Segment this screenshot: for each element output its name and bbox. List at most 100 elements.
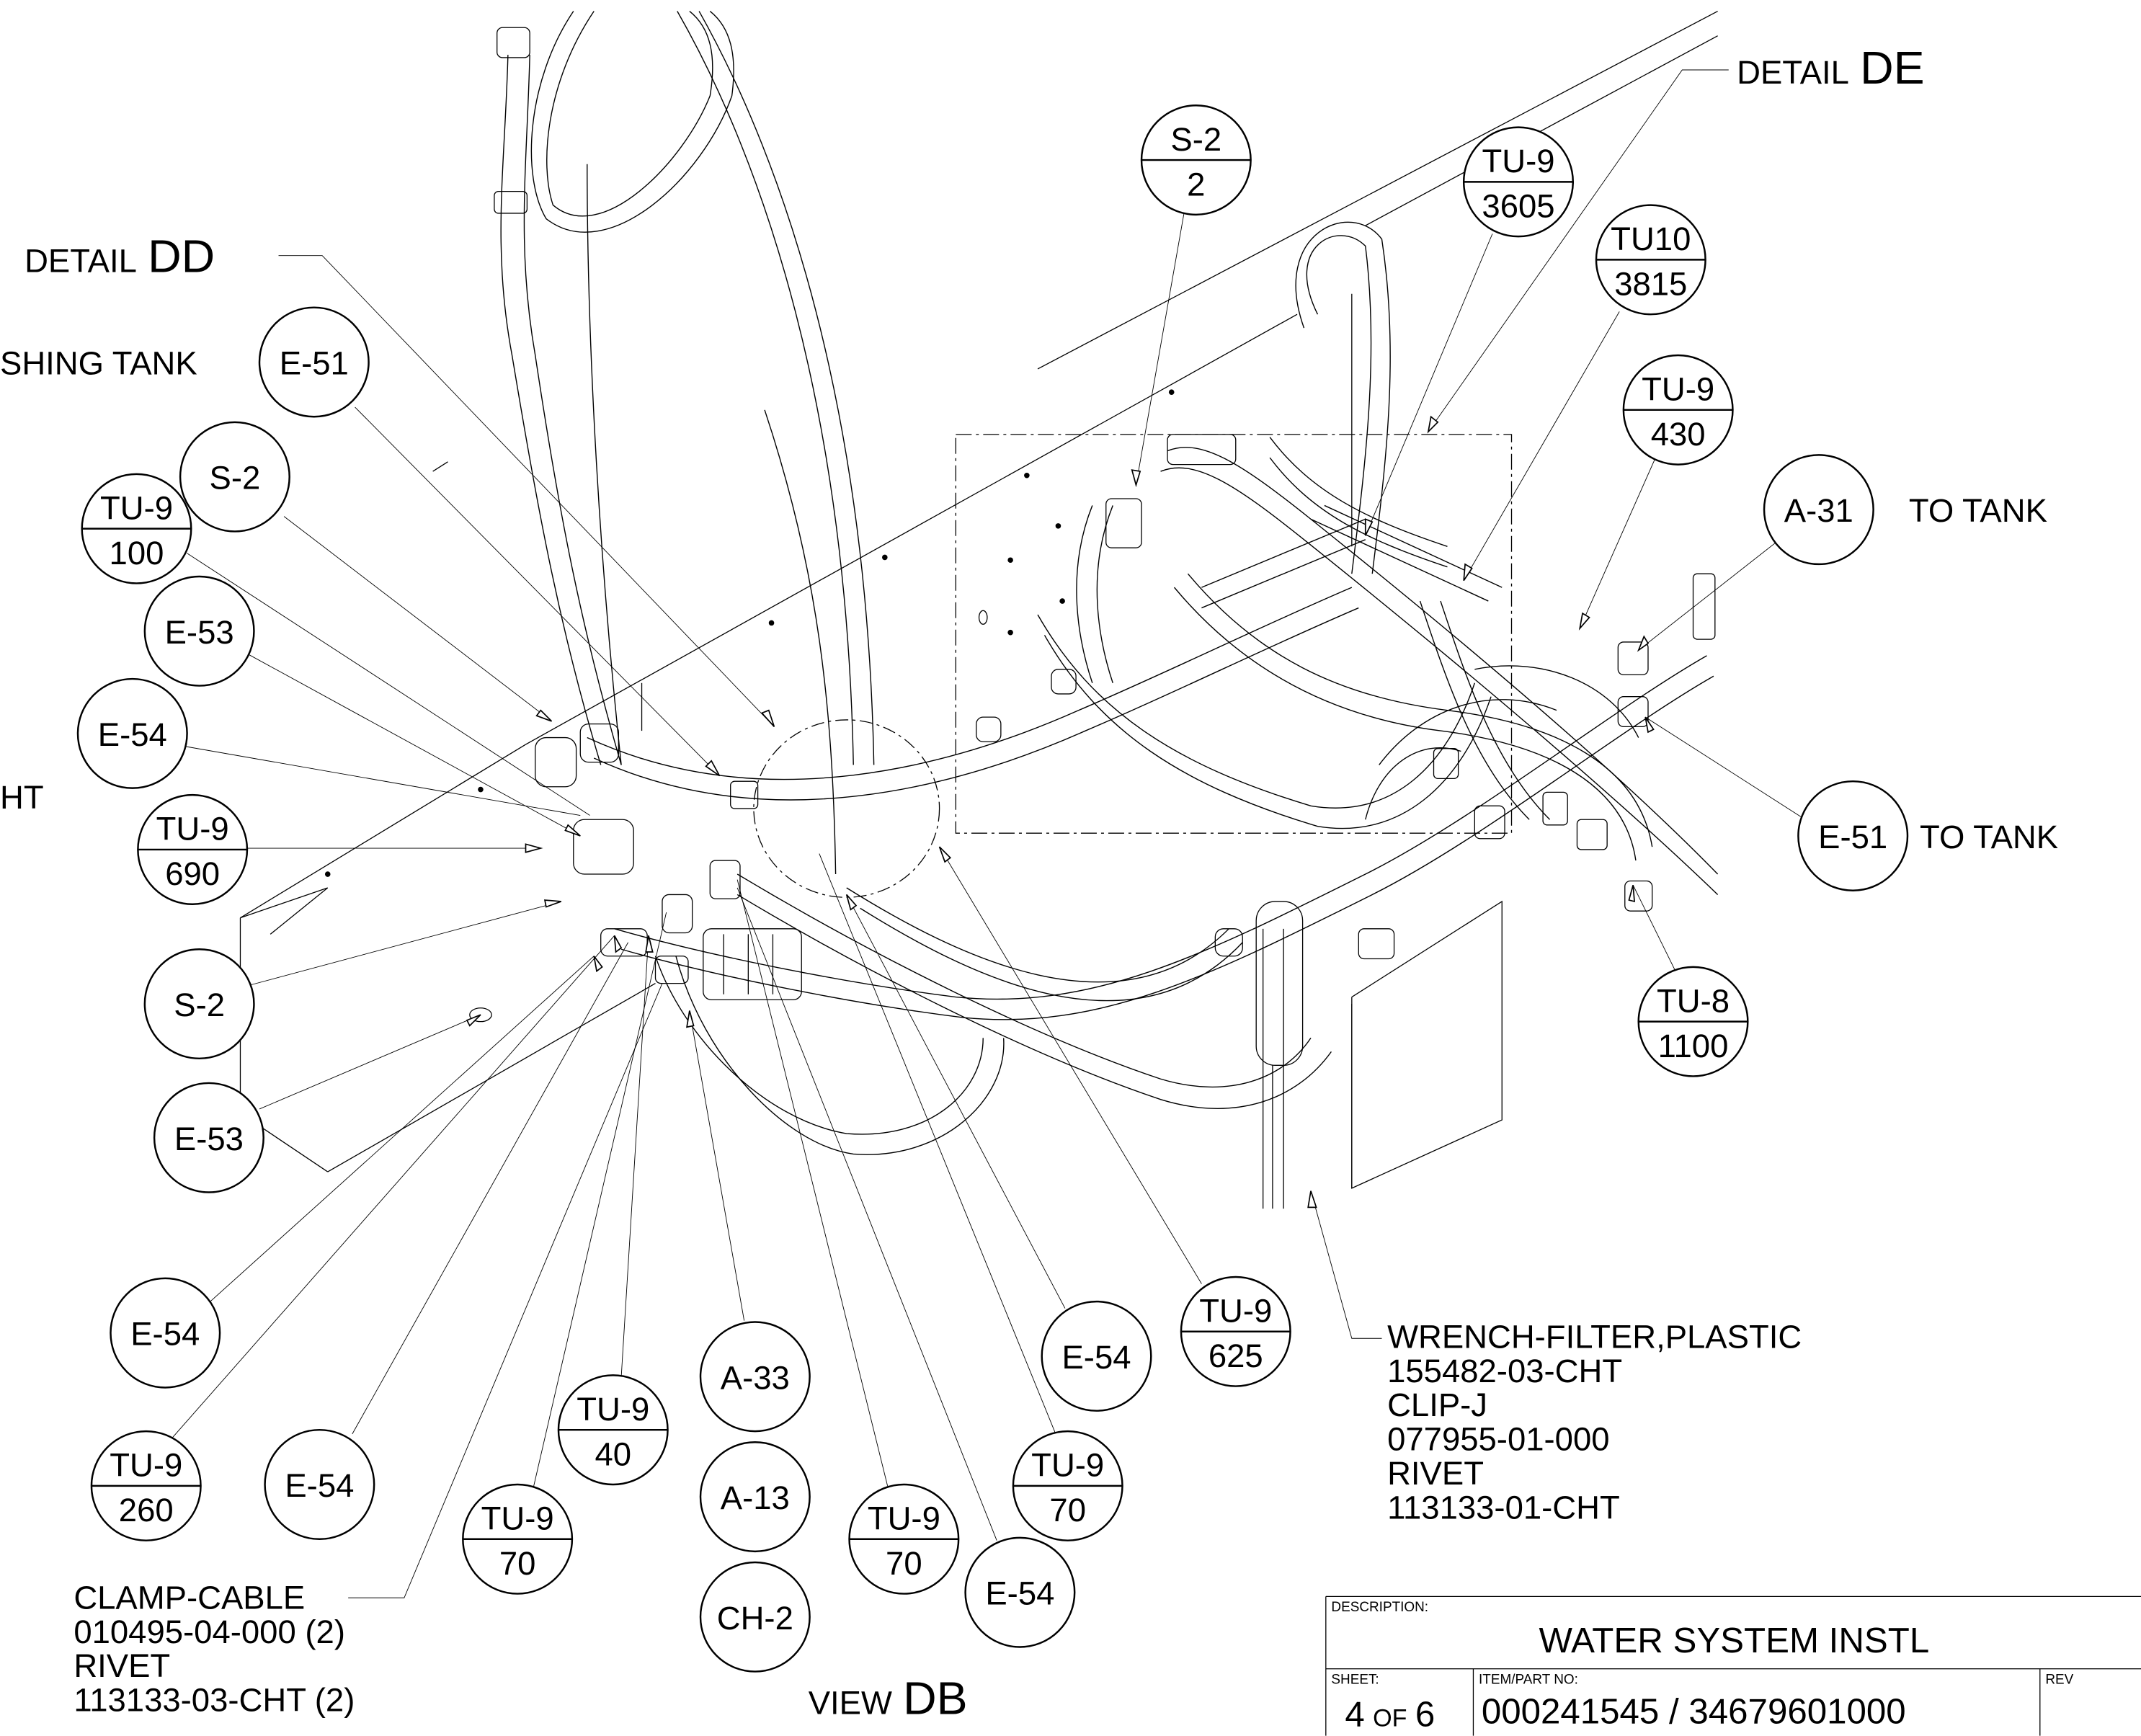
svg-text:E-54: E-54 — [985, 1575, 1054, 1612]
description-caption: DESCRIPTION: — [1331, 1600, 1428, 1615]
svg-text:TU-9: TU-9 — [577, 1391, 649, 1428]
balloon-tu9-690: TU-9 690 — [137, 793, 249, 905]
svg-text:690: 690 — [165, 855, 220, 892]
svg-text:CH-2: CH-2 — [717, 1600, 793, 1637]
balloon-e54-bottom-b: E-54 — [964, 1536, 1076, 1648]
svg-text:E-54: E-54 — [130, 1316, 200, 1353]
svg-text:WRENCH-FILTER,PLASTIC: WRENCH-FILTER,PLASTIC — [1387, 1319, 1802, 1356]
svg-text:CLAMP-CABLE: CLAMP-CABLE — [74, 1579, 305, 1616]
svg-text:E-54: E-54 — [285, 1467, 354, 1504]
balloon-e54-lower-left: E-54 — [110, 1277, 221, 1389]
svg-text:113133-03-CHT (2): 113133-03-CHT (2) — [74, 1682, 355, 1719]
balloon-tu9-625: TU-9 625 — [1180, 1276, 1291, 1387]
balloon-e53-upper: E-53 — [143, 575, 255, 687]
svg-text:113133-01-CHT: 113133-01-CHT — [1387, 1489, 1620, 1526]
balloon-tu9-40: TU-9 40 — [557, 1374, 669, 1486]
item-part-value: 000241545 / 34679601000 — [1482, 1692, 1906, 1732]
svg-text:40: 40 — [595, 1435, 631, 1472]
svg-text:2: 2 — [1187, 166, 1205, 202]
svg-text:TU-9: TU-9 — [156, 811, 229, 847]
balloon-tu9-430: TU-9 430 — [1622, 354, 1734, 466]
svg-text:010495-04-000 (2): 010495-04-000 (2) — [74, 1613, 345, 1650]
svg-text:70: 70 — [1049, 1492, 1086, 1528]
balloon-s2-lower: S-2 — [143, 948, 255, 1060]
sheet-caption: SHEET: — [1331, 1673, 1379, 1688]
svg-text:TU-9: TU-9 — [1482, 143, 1554, 179]
wrench-filter-note: WRENCH-FILTER,PLASTIC 155482-03-CHT CLIP… — [1387, 1319, 1802, 1526]
clamp-cable-note: CLAMP-CABLE 010495-04-000 (2) RIVET 1131… — [74, 1579, 355, 1718]
svg-text:A-33: A-33 — [721, 1359, 790, 1396]
svg-text:E-54: E-54 — [98, 716, 167, 753]
balloon-e54-left: E-54 — [76, 677, 188, 789]
balloon-tu9-70-b: TU-9 70 — [848, 1483, 960, 1595]
svg-text:3815: 3815 — [1614, 266, 1687, 303]
svg-text:A-31: A-31 — [1784, 492, 1853, 529]
balloon-e54-bottom-a: E-54 — [264, 1428, 375, 1541]
balloon-tu10-3815: TU10 3815 — [1595, 204, 1706, 316]
svg-text:S-2: S-2 — [1170, 121, 1221, 158]
balloon-e54-mid: E-54 — [1041, 1300, 1152, 1412]
svg-text:E-53: E-53 — [174, 1121, 244, 1157]
svg-text:RIVET: RIVET — [74, 1647, 170, 1684]
description-value: WATER SYSTEM INSTL — [1539, 1621, 1929, 1660]
svg-text:155482-03-CHT: 155482-03-CHT — [1387, 1353, 1622, 1389]
svg-text:E-53: E-53 — [165, 614, 234, 651]
to-tank-label-e51: TO TANK — [1920, 819, 2058, 855]
leader-arrowheads — [466, 415, 1655, 1208]
balloon-e51-right: E-51 — [1797, 780, 1909, 891]
svg-text:TU-9: TU-9 — [868, 1500, 940, 1537]
balloon-tu9-260: TU-9 260 — [90, 1430, 202, 1541]
svg-text:RIVET: RIVET — [1387, 1455, 1484, 1492]
svg-text:3605: 3605 — [1482, 188, 1554, 225]
svg-text:TU-9: TU-9 — [100, 489, 173, 526]
svg-text:TU10: TU10 — [1611, 221, 1691, 257]
balloon-a31: A-31 — [1763, 454, 1874, 566]
svg-text:TU-9: TU-9 — [110, 1447, 182, 1484]
balloon-tu9-3605: TU-9 3605 — [1462, 126, 1575, 238]
svg-text:TU-9: TU-9 — [1642, 371, 1714, 408]
panel-structure — [240, 12, 1717, 1209]
svg-text:430: 430 — [1651, 416, 1706, 453]
balloon-tu9-70-a: TU-9 70 — [462, 1483, 574, 1595]
svg-text:S-2: S-2 — [174, 987, 225, 1023]
svg-text:TU-9: TU-9 — [1199, 1293, 1272, 1330]
svg-text:625: 625 — [1209, 1337, 1263, 1374]
svg-text:A-13: A-13 — [721, 1479, 790, 1516]
balloon-tu9-70-c: TU-9 70 — [1012, 1430, 1123, 1541]
cut-off-label: HT — [0, 779, 44, 816]
item-part-caption: ITEM/PART NO: — [1479, 1673, 1578, 1688]
balloon-s2-qty2: S-22 — [1140, 104, 1252, 216]
balloon-e53-lower: E-53 — [153, 1082, 264, 1193]
balloon-tu8-1100: TU-8 1100 — [1637, 966, 1749, 1077]
title-block: DESCRIPTION: WATER SYSTEM INSTL SHEET: 4… — [1326, 1596, 2141, 1735]
svg-text:E-51: E-51 — [1818, 819, 1887, 855]
balloon-a13: A-13 — [699, 1441, 811, 1553]
svg-text:260: 260 — [119, 1492, 174, 1528]
rev-caption: REV — [2045, 1673, 2073, 1688]
svg-text:S-2: S-2 — [210, 460, 261, 497]
svg-text:1100: 1100 — [1658, 1028, 1729, 1064]
svg-text:TU-8: TU-8 — [1657, 982, 1730, 1019]
svg-text:E-51: E-51 — [280, 345, 349, 382]
svg-text:100: 100 — [110, 535, 164, 571]
rivet-dots — [324, 389, 1175, 877]
to-tank-label-a31: TO TANK — [1909, 492, 2047, 529]
fittings — [433, 27, 1715, 1021]
flushing-tank-label: SHING TANK — [0, 345, 197, 382]
svg-text:TU-9: TU-9 — [481, 1500, 554, 1537]
svg-text:E-54: E-54 — [1061, 1339, 1131, 1376]
balloon-s2-upper: S-2 — [179, 421, 290, 533]
svg-text:CLIP-J: CLIP-J — [1387, 1386, 1487, 1423]
tubing — [501, 12, 1717, 1155]
svg-text:TU-9: TU-9 — [1031, 1447, 1104, 1484]
svg-text:70: 70 — [499, 1545, 536, 1582]
svg-text:70: 70 — [886, 1545, 922, 1582]
balloon-tu9-100: TU-9 100 — [81, 473, 192, 584]
leader-lines — [172, 70, 1801, 1598]
